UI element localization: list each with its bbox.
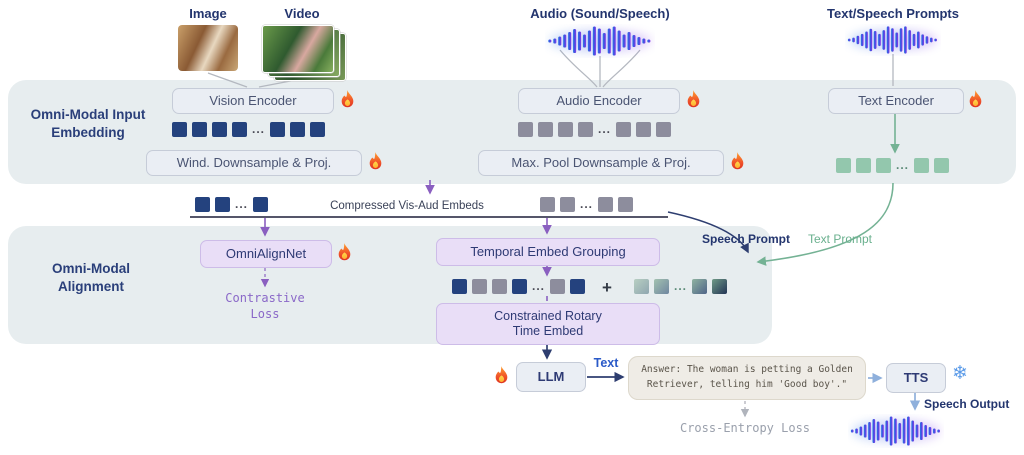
tts-block: TTS — [886, 363, 946, 393]
embed-row-underline — [190, 216, 668, 218]
snowflake-icon: ❄ — [952, 363, 968, 384]
image-thumbnail — [178, 25, 238, 71]
vision-encoder-block: Vision Encoder — [172, 88, 334, 114]
flame-icon — [730, 152, 745, 171]
audio-waveform-icon — [545, 24, 655, 58]
output-waveform-icon — [848, 414, 944, 448]
flame-icon — [368, 152, 383, 171]
ellipsis: ... — [532, 279, 546, 293]
compressed-embeds-label: Compressed Vis-Aud Embeds — [330, 200, 484, 212]
audio-encoder-block: Audio Encoder — [518, 88, 680, 114]
grouped-token-row: ... — [452, 279, 586, 294]
text-prompt-label: Text Prompt — [807, 232, 873, 246]
speech-prompt-label: Speech Prompt — [701, 232, 791, 246]
video-frame-front — [262, 25, 334, 73]
omnialignnet-block: OmniAlignNet — [200, 240, 332, 268]
ellipsis: ... — [235, 197, 249, 211]
flame-icon — [968, 90, 983, 109]
compressed-visual-tokens: ... — [195, 197, 269, 212]
ellipsis: ... — [896, 158, 910, 172]
image-input-label: Image — [189, 6, 227, 21]
text-encoder-block: Text Encoder — [828, 88, 964, 114]
text-output-label: Text — [593, 356, 619, 370]
ellipsis: ... — [674, 279, 688, 293]
video-input-label: Video — [284, 6, 320, 21]
cross-entropy-loss-label: Cross-Entropy Loss — [679, 421, 811, 435]
compressed-audio-tokens: ... — [540, 197, 634, 212]
audio-input-label: Audio (Sound/Speech) — [530, 6, 670, 21]
prompt-waveform-icon — [845, 24, 941, 56]
ellipsis: ... — [598, 122, 612, 136]
wind-downsample-block: Wind. Downsample & Proj. — [146, 150, 362, 176]
vision-token-row: ... — [172, 122, 326, 137]
audio-token-row: ... — [518, 122, 672, 137]
temporal-grouping-block: Temporal Embed Grouping — [436, 238, 660, 266]
prompts-input-label: Text/Speech Prompts — [827, 6, 959, 21]
ellipsis: ... — [580, 197, 594, 211]
rotary-time-embed-block: Constrained Rotary Time Embed — [436, 303, 660, 345]
flame-icon — [337, 243, 352, 262]
flame-icon — [494, 366, 509, 385]
prompt-token-row: ... — [634, 279, 728, 294]
alignment-section-label: Omni-Modal Alignment — [52, 261, 130, 294]
ellipsis: ... — [252, 122, 266, 136]
max-pool-downsample-block: Max. Pool Downsample & Proj. — [478, 150, 724, 176]
speech-output-label: Speech Output — [924, 397, 1010, 411]
answer-text-box: Answer: The woman is petting a Golden Re… — [628, 356, 866, 400]
text-token-row: ... — [836, 158, 950, 173]
llm-block: LLM — [516, 362, 586, 392]
plus-sign: + — [602, 278, 612, 297]
contrastive-loss-label: Contrastive Loss — [225, 291, 305, 322]
embedding-section-label: Omni-Modal Input Embedding — [30, 107, 146, 140]
flame-icon — [686, 90, 701, 109]
flame-icon — [340, 90, 355, 109]
